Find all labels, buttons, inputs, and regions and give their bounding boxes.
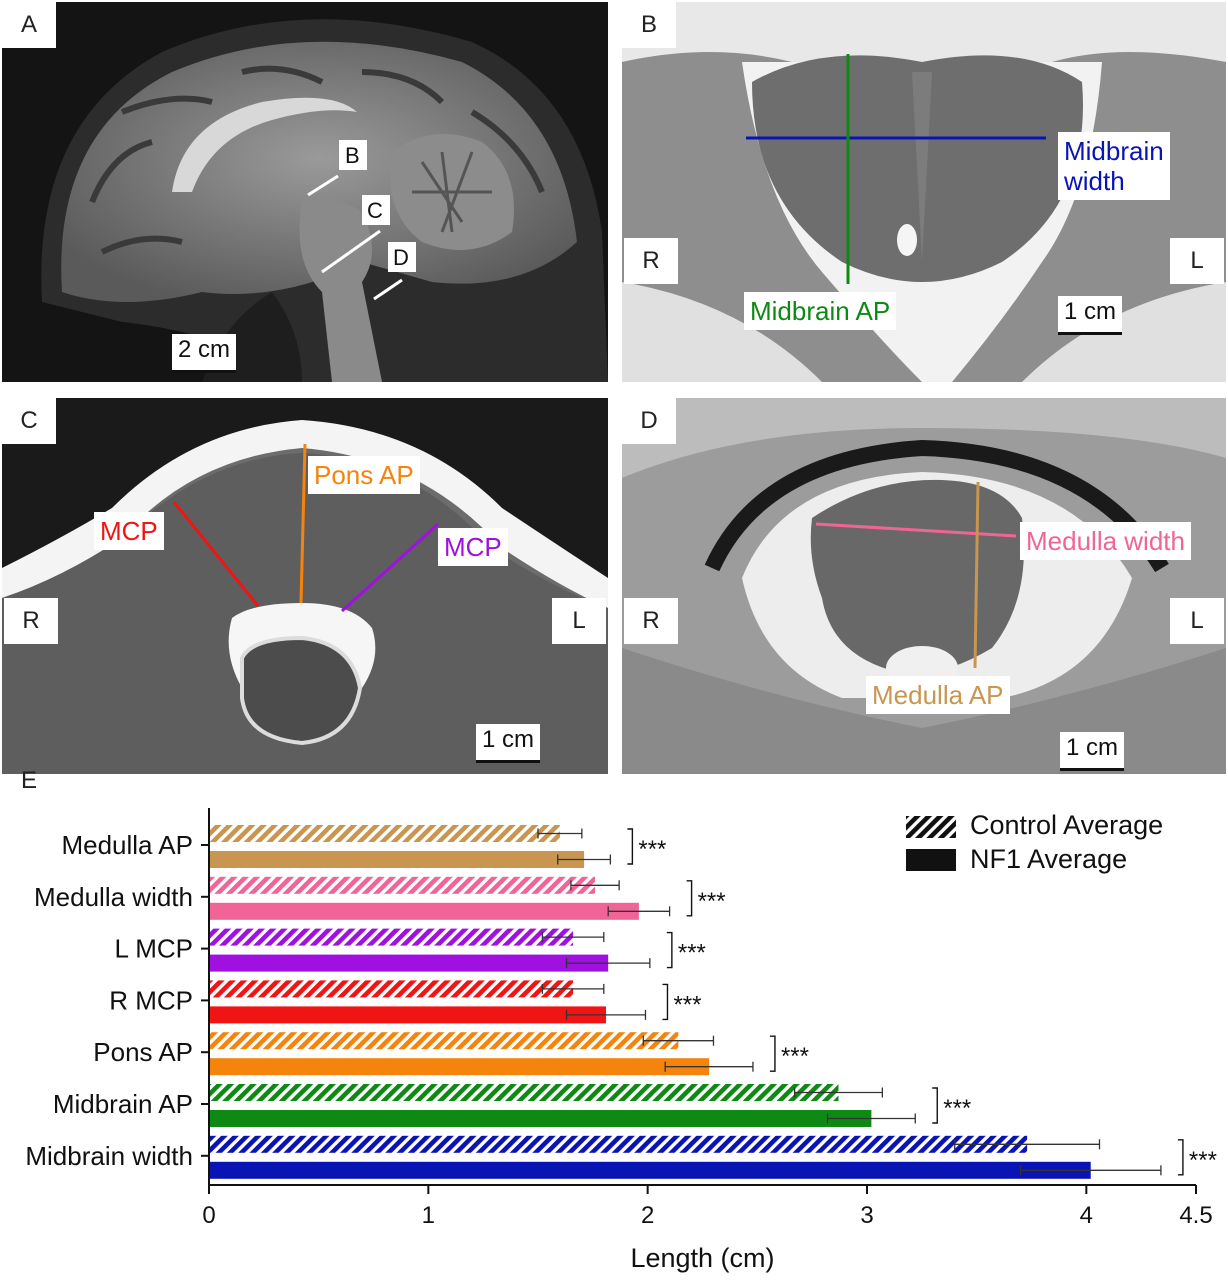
nf1-bar-4 [209, 1058, 710, 1076]
control-error-bar-6 [954, 1139, 1101, 1150]
brainstem-length-bar-chart: *** *** *** *** *** *** *** Medulla AP Medulla … [25, 808, 1217, 1273]
x-tick-label-3: 3 [860, 1202, 873, 1229]
nf1-error-bar-0 [557, 854, 612, 865]
nf1-bar-5 [209, 1110, 872, 1127]
significance-bracket-2 [666, 931, 673, 969]
panel-b-midbrain-axial: B Midbrain width Midbrain AP R L 1 cm [622, 2, 1226, 382]
control-error-bar-3 [541, 983, 605, 994]
control-bar-1 [209, 876, 596, 894]
x-tick-label-0: 0 [202, 1202, 215, 1229]
panel-d-scale-bar: 1 cm [1060, 732, 1125, 771]
medulla-mri-image [622, 398, 1226, 774]
nf1-error-bar-1 [607, 906, 671, 917]
significance-label-5: *** [943, 1095, 971, 1122]
control-bar-4 [209, 1032, 679, 1050]
category-label-6: Midbrain width [25, 1141, 193, 1171]
significance-label-6: *** [1189, 1147, 1217, 1174]
panel-a-tag: A [2, 2, 56, 48]
legend-label-control: Control Average [970, 810, 1163, 840]
panel-c-left-marker: L [552, 598, 606, 644]
panel-b-right-marker: R [624, 238, 678, 284]
panel-c-scale-bar: 1 cm [476, 724, 541, 763]
nf1-error-bar-3 [565, 1009, 647, 1020]
control-bar-0 [209, 825, 560, 842]
x-tick-label-2: 2 [641, 1202, 654, 1229]
control-bar-5 [209, 1084, 839, 1101]
slice-mark-d: D [393, 245, 409, 270]
panel-c-right-marker: R [4, 598, 58, 644]
pons-ap-label: Pons AP [308, 456, 420, 494]
legend-swatch-nf1 [906, 849, 956, 871]
panel-d-tag: D [622, 398, 676, 444]
category-label-3: R MCP [109, 985, 193, 1015]
l-mcp-label: MCP [438, 528, 508, 566]
pons-ap-line [299, 443, 307, 604]
control-error-bar-4 [642, 1035, 715, 1046]
panel-c-pons-axial: C Pons AP MCP MCP R L 1 cm [2, 398, 608, 774]
control-bar-6 [209, 1135, 1028, 1153]
significance-bracket-4 [769, 1035, 776, 1072]
category-label-2: L MCP [115, 934, 194, 964]
significance-label-3: *** [673, 991, 701, 1018]
significance-bracket-1 [686, 880, 693, 917]
significance-bracket-6 [1177, 1139, 1184, 1176]
x-tick-label-4: 4 [1080, 1202, 1093, 1229]
midbrain-width-label: Midbrain width [1058, 132, 1170, 200]
midbrain-ap-label: Midbrain AP [744, 292, 897, 330]
nf1-error-bar-5 [826, 1113, 916, 1124]
nf1-error-bar-4 [664, 1061, 754, 1072]
medulla-width-line [815, 522, 1017, 538]
medulla-ap-line [973, 481, 980, 669]
slice-mark-b: B [345, 143, 360, 168]
legend-label-nf1: NF1 Average [970, 844, 1127, 874]
panel-d-right-marker: R [624, 598, 678, 644]
r-mcp-label: MCP [94, 512, 164, 550]
l-mcp-line [340, 522, 440, 613]
nf1-bar-1 [209, 902, 639, 920]
control-error-bar-5 [793, 1087, 884, 1098]
nf1-error-bar-6 [1019, 1165, 1162, 1176]
category-label-1: Medulla width [34, 882, 193, 912]
significance-label-1: *** [698, 888, 726, 915]
nf1-error-bar-2 [565, 958, 651, 969]
x-tick-label-5: 4.5 [1179, 1202, 1212, 1229]
slice-mark-c: C [367, 198, 383, 223]
panel-a-sagittal-mri: B C D A 2 cm [2, 2, 608, 382]
significance-bracket-5 [932, 1087, 938, 1124]
significance-bracket-3 [662, 983, 669, 1021]
legend-swatch-control [906, 816, 956, 838]
panel-d-left-marker: L [1170, 598, 1224, 644]
panel-e-tag: E [20, 767, 37, 794]
panel-c-tag: C [2, 398, 56, 444]
nf1-bar-3 [209, 1006, 606, 1024]
control-bar-2 [209, 928, 574, 946]
significance-label-2: *** [678, 940, 706, 967]
x-axis-label: Length (cm) [630, 1243, 774, 1273]
sagittal-mri-image: B C D [2, 2, 608, 382]
panel-a-scale-bar: 2 cm [172, 334, 237, 373]
category-label-5: Midbrain AP [53, 1089, 193, 1119]
significance-label-0: *** [638, 836, 666, 863]
nf1-bar-6 [209, 1161, 1091, 1179]
control-error-bar-1 [570, 880, 620, 891]
control-bar-3 [209, 980, 574, 998]
control-error-bar-0 [537, 828, 583, 839]
x-tick-label-1: 1 [422, 1202, 435, 1229]
panel-d-medulla-axial: D Medulla width Medulla AP R L 1 cm [622, 398, 1226, 774]
medulla-ap-label: Medulla AP [866, 676, 1010, 714]
panel-b-left-marker: L [1170, 238, 1224, 284]
category-label-0: Medulla AP [61, 830, 193, 860]
pons-mri-image [2, 398, 608, 774]
r-mcp-line [172, 501, 260, 607]
medulla-width-label: Medulla width [1020, 522, 1191, 560]
control-error-bar-2 [541, 932, 605, 943]
panel-b-tag: B [622, 2, 676, 48]
nf1-bar-0 [209, 851, 585, 868]
significance-label-4: *** [781, 1043, 809, 1070]
panel-b-scale-bar: 1 cm [1058, 296, 1123, 335]
significance-bracket-0 [627, 828, 634, 865]
category-label-4: Pons AP [93, 1037, 193, 1067]
nf1-bar-2 [209, 954, 609, 972]
